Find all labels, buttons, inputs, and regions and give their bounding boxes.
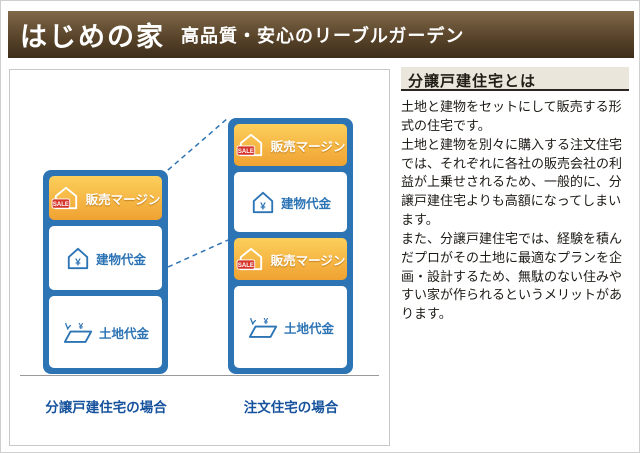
building-label: 建物代金	[280, 196, 331, 211]
building-cost-box: ¥ 建物代金	[49, 226, 162, 290]
building-cost-box: ¥ 建物代金	[234, 172, 347, 232]
margin-label: 販売マージン	[270, 139, 346, 154]
sale-house-icon: SALE	[51, 186, 77, 210]
land-yen-icon: ¥	[63, 321, 93, 343]
header-banner: はじめの家 高品質・安心のリーブルガーデン	[8, 11, 634, 58]
sales-margin-box: SALE 販売マージン	[49, 176, 162, 220]
sale-house-icon: SALE	[236, 247, 262, 271]
sale-badge-text: SALE	[52, 202, 68, 208]
yen-symbol: ¥	[78, 321, 83, 331]
building-yen-icon: ¥	[67, 247, 89, 270]
sales-margin-box: SALE 販売マージン	[234, 124, 347, 166]
ground-line	[20, 375, 379, 376]
land-cost-box: ¥ 土地代金	[234, 286, 347, 368]
description-paragraph: 土地と建物をセットにして販売する形式の住宅です。	[401, 99, 622, 133]
yen-symbol: ¥	[260, 201, 266, 212]
land-yen-icon: ¥	[248, 316, 278, 338]
building-label: 建物代金	[95, 252, 146, 267]
description-paragraph: 土地と建物を別々に購入する注文住宅では、それぞれに各社の販売会社の利益が上乗せさ…	[401, 136, 623, 228]
chumon-caption: 注文住宅の場合	[243, 400, 339, 415]
chumon-cost-stack: SALE 販売マージン ¥ 建物代金 SALE 販売マージン	[228, 118, 353, 374]
yen-symbol: ¥	[263, 316, 268, 326]
margin-label: 販売マージン	[270, 253, 346, 268]
bunjou-caption: 分譲戸建住宅の場合	[45, 400, 167, 415]
building-yen-icon: ¥	[252, 191, 274, 214]
land-cost-box: ¥ 土地代金	[49, 296, 162, 368]
connector-line-top	[167, 117, 229, 171]
section-title: 分譲戸建住宅とは	[401, 67, 629, 91]
site-title: はじめの家	[20, 22, 165, 53]
land-label: 土地代金	[98, 326, 149, 341]
connector-line-middle	[167, 239, 229, 268]
cost-comparison-diagram: SALE 販売マージン ¥ 建物代金 ¥ 土地代金	[9, 69, 390, 446]
sale-badge-text: SALE	[237, 149, 253, 155]
yen-symbol: ¥	[75, 257, 81, 268]
sales-margin-box: SALE 販売マージン	[234, 238, 347, 280]
dashed-connector-lines	[167, 117, 229, 268]
description-text: 土地と建物をセットにして販売する形式の住宅です。 土地と建物を別々に購入する注文…	[401, 98, 633, 324]
description-paragraph: また、分譲戸建住宅では、経験を積んだプロがその土地に最適なプランを企画・設計する…	[401, 230, 623, 322]
sale-badge-text: SALE	[237, 263, 253, 269]
bunjou-cost-stack: SALE 販売マージン ¥ 建物代金 ¥ 土地代金	[43, 170, 168, 374]
header-tagline: 高品質・安心のリーブルガーデン	[181, 25, 465, 46]
land-label: 土地代金	[283, 321, 334, 336]
margin-label: 販売マージン	[85, 192, 161, 207]
sale-house-icon: SALE	[236, 133, 262, 157]
